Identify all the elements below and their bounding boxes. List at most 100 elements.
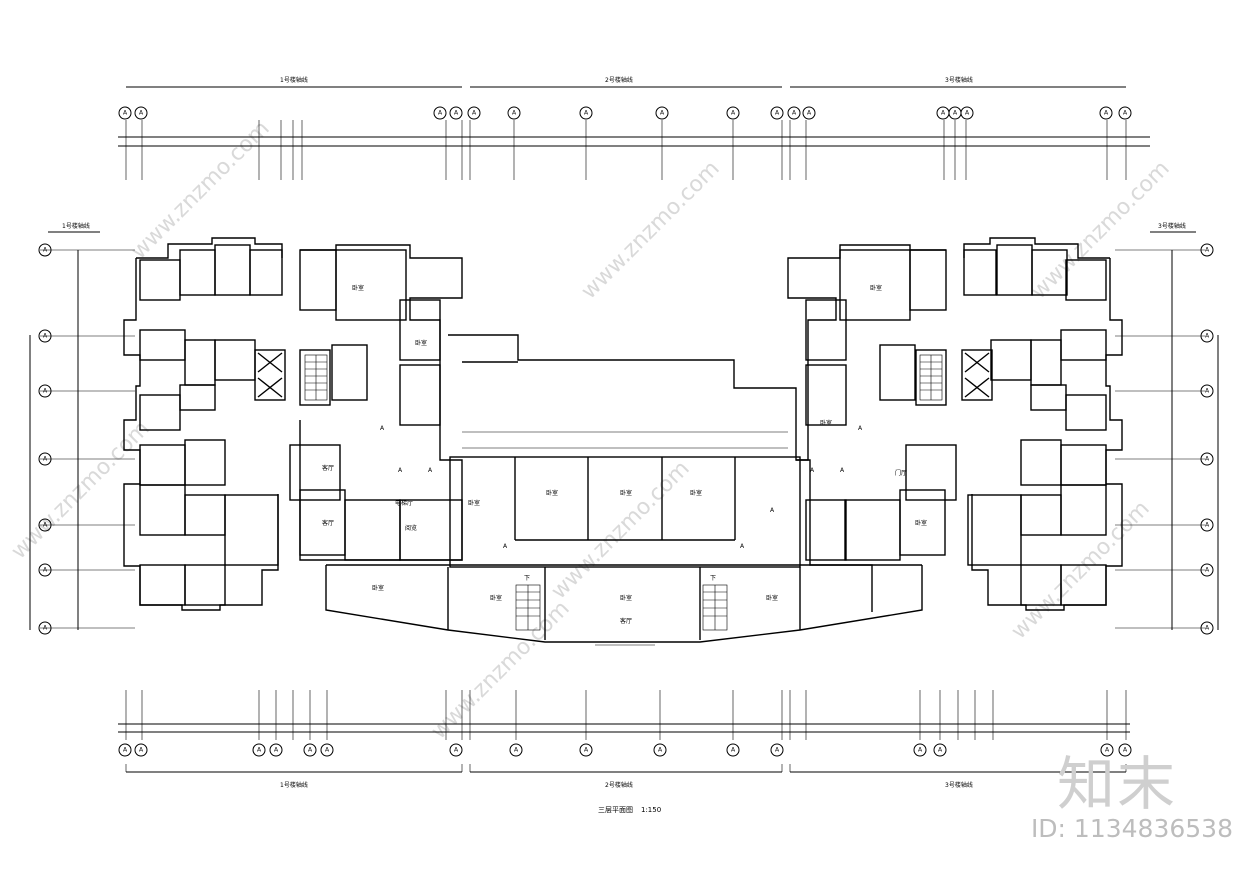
grid-bubble: A — [775, 747, 780, 754]
grid-bubble: A — [584, 110, 589, 117]
room-label: 门厅 — [895, 469, 907, 477]
axis-label-side-right: 3号楼轴线 — [1158, 222, 1186, 230]
axis-label-bottom-right: 3号楼轴线 — [945, 781, 973, 789]
room-label: 卧室 — [915, 519, 927, 527]
axis-label-bottom-center: 2号楼轴线 — [605, 781, 633, 789]
grid-bubble: A — [43, 625, 48, 632]
grid-bubble: A — [139, 110, 144, 117]
room-label: 客厅 — [620, 617, 632, 625]
grid-bubble: A — [325, 747, 330, 754]
section-markers: A A A A A A A A A 下 下 — [380, 425, 863, 582]
room-label: 卧室 — [546, 489, 558, 497]
section-marker: A — [840, 467, 845, 474]
grid-bubble: A — [584, 747, 589, 754]
grid-bubble: A — [1205, 625, 1210, 632]
grid-bubble: A — [1205, 333, 1210, 340]
grid-bubble: A — [274, 747, 279, 754]
room-label: 卧室 — [820, 419, 832, 427]
watermark-text: www.znzmo.com — [7, 416, 155, 564]
left-dimension-block: 1号楼轴线 A A A A A A A — [29, 222, 135, 635]
grid-bubble: A — [1205, 522, 1210, 529]
axis-label-top-left: 1号楼轴线 — [280, 76, 308, 84]
grid-bubble: A — [792, 110, 797, 117]
grid-bubble: A — [660, 110, 665, 117]
grid-bubble: A — [123, 110, 128, 117]
grid-bubble: A — [918, 747, 923, 754]
grid-bubble: A — [43, 456, 48, 463]
section-marker: A — [810, 467, 815, 474]
left-stair — [304, 354, 328, 401]
grid-bubble: A — [1105, 747, 1110, 754]
watermark-text: www.znzmo.com — [1027, 156, 1175, 304]
stair-down-marker: 下 — [524, 575, 530, 582]
right-dimension-block: 3号楼轴线 A A A A A A A — [1115, 222, 1219, 635]
grid-bubble: A — [807, 110, 812, 117]
grid-bubble: A — [43, 333, 48, 340]
grid-bubble: A — [308, 747, 313, 754]
section-marker: A — [858, 425, 863, 432]
grid-bubble: A — [731, 747, 736, 754]
room-label: 卧室 — [490, 594, 502, 602]
grid-bubble: A — [1205, 247, 1210, 254]
watermark-id: ID: 1134836538 — [1030, 814, 1233, 843]
axis-label-top-right: 3号楼轴线 — [945, 76, 973, 84]
grid-bubble: A — [123, 747, 128, 754]
room-label: 客厅 — [322, 464, 334, 472]
right-core-plan — [787, 244, 993, 561]
section-marker: A — [428, 467, 433, 474]
grid-bubble: A — [1205, 388, 1210, 395]
room-label: 客厅 — [322, 519, 334, 527]
watermark-text: www.znzmo.com — [547, 456, 695, 604]
grid-bubble: A — [775, 110, 780, 117]
drawing-title-text: 三层平面图 — [598, 806, 633, 814]
room-label: 卧室 — [690, 489, 702, 497]
room-label: 卧室 — [620, 489, 632, 497]
grid-bubble: A — [941, 110, 946, 117]
axis-label-side-left: 1号楼轴线 — [62, 222, 90, 230]
grid-bubble: A — [454, 747, 459, 754]
drawing-title: 三层平面图 1:150 — [598, 805, 661, 815]
grid-bubble: A — [438, 110, 443, 117]
grid-bubble: A — [1123, 747, 1128, 754]
room-label: 卧室 — [870, 284, 882, 292]
grid-bubble: A — [257, 747, 262, 754]
grid-bubble: A — [658, 747, 663, 754]
right-wing-plan — [963, 237, 1123, 611]
watermark-text: www.znzmo.com — [427, 596, 575, 744]
grid-bubble: A — [454, 110, 459, 117]
room-labels: 卧室 卧室 客厅 客厅 卧室 卧室 阅览 卧室 卧室 卧室 卧室 卧室 客厅 卧… — [322, 284, 927, 625]
room-label: 卧室 — [468, 499, 480, 507]
section-marker: A — [740, 543, 745, 550]
grid-bubble: A — [514, 747, 519, 754]
room-label: 卧室 — [620, 594, 632, 602]
section-marker: A — [398, 467, 403, 474]
bottom-dimension-block: A A A A A A A A A A A A A A A A 1号楼轴线 2号… — [118, 690, 1132, 789]
left-wing-plan — [123, 237, 283, 611]
stair-down-marker: 下 — [710, 575, 716, 582]
watermark-text: www.znzmo.com — [127, 116, 275, 264]
grid-bubble: A — [139, 747, 144, 754]
center-internal-dims — [462, 431, 788, 449]
room-label: 卧室 — [415, 339, 427, 347]
grid-bubble: A — [1205, 567, 1210, 574]
grid-bubble: A — [512, 110, 517, 117]
drawing-scale: 1:150 — [641, 806, 662, 814]
center-block-plan — [325, 334, 923, 643]
center-stairs — [515, 584, 728, 646]
brand-watermark-logo: 知末 — [1056, 750, 1177, 818]
top-dimension-block: 1号楼轴线 2号楼轴线 3号楼轴线 — [118, 76, 1150, 180]
grid-bubble: A — [43, 522, 48, 529]
grid-bubble: A — [43, 567, 48, 574]
right-stair — [919, 354, 943, 401]
room-label: 卧室 — [372, 584, 384, 592]
left-core-plan — [254, 244, 463, 561]
grid-bubble: A — [472, 110, 477, 117]
room-label: 卧室 — [352, 284, 364, 292]
grid-bubble: A — [43, 247, 48, 254]
grid-bubble: A — [1205, 456, 1210, 463]
axis-label-top-center: 2号楼轴线 — [605, 76, 633, 84]
grid-bubble: A — [965, 110, 970, 117]
axis-label-bottom-left: 1号楼轴线 — [280, 781, 308, 789]
watermark-text: www.znzmo.com — [577, 156, 725, 304]
watermark-layer: www.znzmo.com www.znzmo.com www.znzmo.co… — [7, 116, 1175, 744]
